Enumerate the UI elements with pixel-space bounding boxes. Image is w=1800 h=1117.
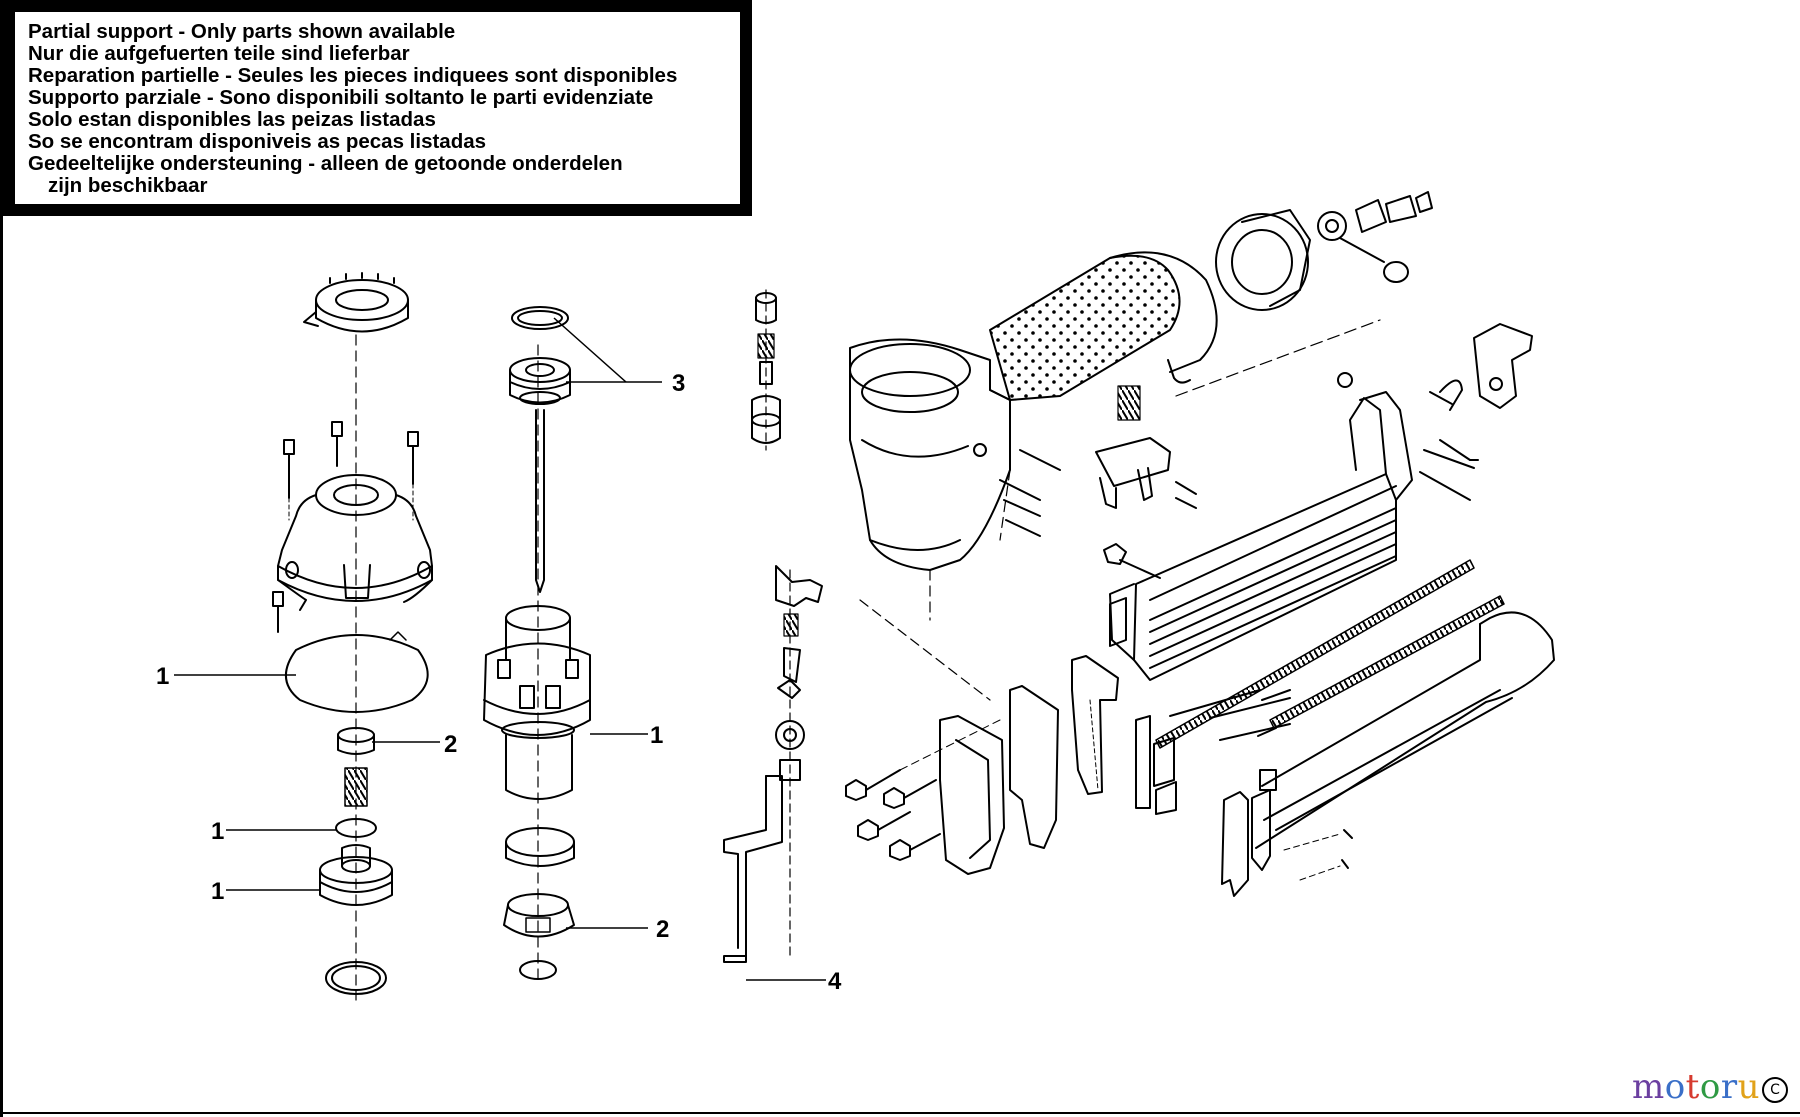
feeder-spring-part — [1155, 559, 1505, 749]
callout-left-bumper: 2 — [444, 731, 457, 758]
watermark-letter: o — [1664, 1067, 1686, 1107]
notice-text-box: Partial support - Only parts shown avail… — [15, 12, 740, 204]
callout-cylinder-base: 2 — [656, 916, 669, 943]
o-ring-part — [325, 961, 387, 995]
contact-trip-assembly — [723, 565, 823, 963]
copyright-icon: C — [1762, 1077, 1788, 1103]
watermark-letter: r — [1720, 1067, 1738, 1107]
pusher-part — [1221, 611, 1555, 897]
callout-left-washer: 1 — [211, 818, 224, 845]
bottom-border — [0, 1112, 1800, 1114]
notice-line-dutch-cont: zijn beschikbaar — [48, 174, 208, 197]
bumper-part — [337, 727, 375, 755]
callout-cylinder: 1 — [650, 722, 663, 749]
head-valve-part — [319, 844, 393, 906]
piston-part — [509, 357, 571, 405]
notice-line-spanish: Solo estan disponibles las peizas listad… — [28, 108, 436, 131]
valve-spring-part — [344, 767, 368, 807]
notice-line-german: Nur die aufgefuerten teile sind lieferba… — [28, 42, 410, 65]
body-pins — [999, 449, 1061, 537]
cylinder-part — [483, 605, 591, 800]
leader-lines — [174, 317, 826, 981]
nose-screw — [1103, 543, 1161, 579]
magazine-screws — [1419, 449, 1475, 501]
gasket-part — [285, 634, 429, 713]
front-bolts — [845, 719, 1001, 861]
cap-screws — [272, 421, 419, 633]
notice-line-dutch: Gedeeltelijke ondersteuning - alleen de … — [28, 152, 623, 175]
cylinder-base-part — [503, 893, 575, 938]
trigger-part — [1095, 385, 1197, 509]
callout-left-oring: 1 — [156, 663, 169, 690]
latch-part — [1429, 323, 1533, 461]
partial-support-notice: Partial support - Only parts shown avail… — [3, 0, 752, 216]
notice-line-english: Partial support - Only parts shown avail… — [28, 20, 456, 43]
watermark-letter: m — [1631, 1067, 1665, 1107]
callout-piston-driver: 3 — [672, 370, 685, 397]
callout-pin: 4 — [828, 968, 842, 995]
notice-line-portuguese: So se encontram disponiveis as pecas lis… — [28, 130, 487, 153]
exhaust-deflector-part — [303, 272, 409, 333]
label-disc-part — [519, 960, 557, 980]
trigger-valve-assembly — [751, 289, 781, 451]
nailer-body — [849, 191, 1433, 701]
driver-blade-part — [535, 409, 545, 593]
callout-labels: 1 2 1 1 3 1 2 4 — [156, 370, 842, 995]
watermark-letter: o — [1699, 1067, 1721, 1107]
notice-line-italian: Supporto parziale - Sono disponibili sol… — [28, 86, 654, 109]
watermark-logo: motoru — [1632, 1067, 1760, 1107]
notice-line-french: Reparation partielle - Seules les pieces… — [28, 64, 678, 87]
cylinder-cap-part — [277, 474, 433, 611]
magazine-part — [1109, 372, 1413, 681]
nose-plates — [939, 655, 1177, 875]
cap-assembly — [272, 272, 433, 1001]
piston-cylinder-assembly — [483, 306, 591, 981]
watermark-letter: t — [1685, 1067, 1700, 1107]
watermark-letter: u — [1737, 1067, 1760, 1107]
callout-left-piston-seal: 1 — [211, 878, 224, 905]
washer-part — [335, 818, 377, 838]
